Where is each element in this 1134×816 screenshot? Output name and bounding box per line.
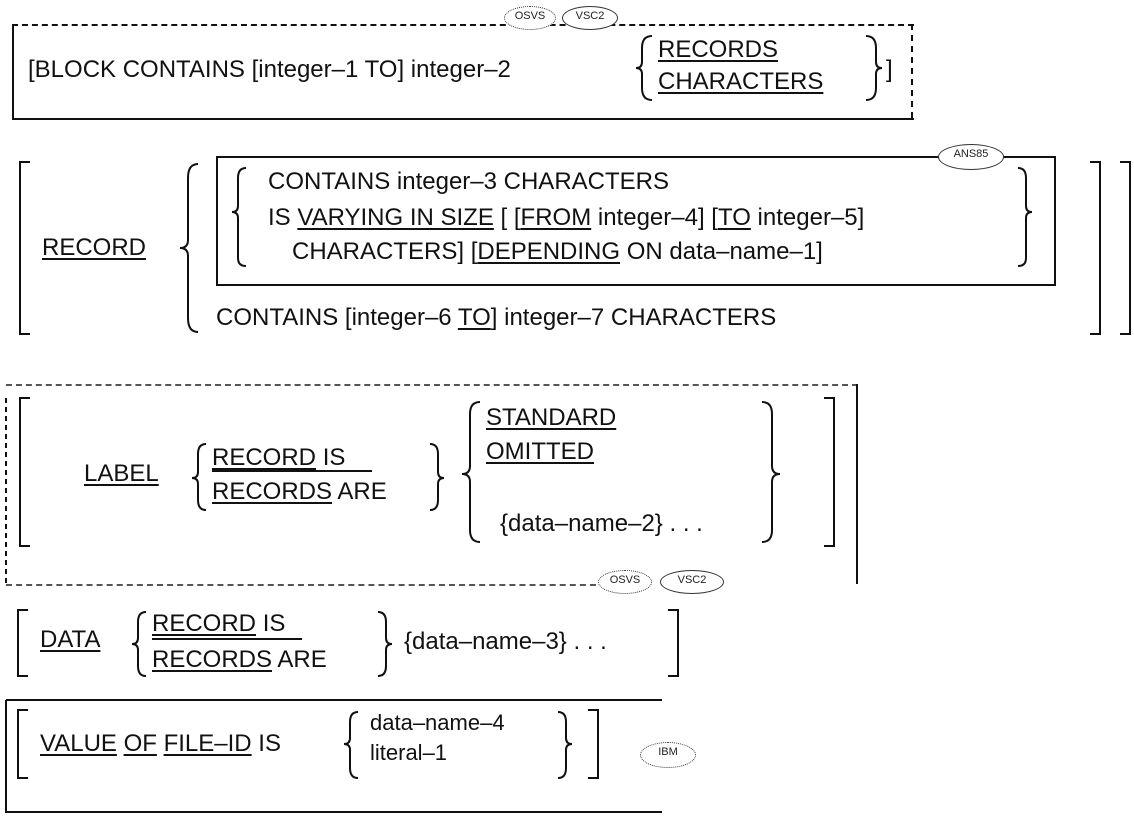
data-record-divider <box>152 638 302 640</box>
label-data-name-2: {data–name–2} . . . <box>500 510 703 537</box>
value-word: VALUE <box>40 730 117 757</box>
record-outer-bracket-left <box>19 161 30 335</box>
label-bracket-right <box>824 397 835 547</box>
badge-ibm: IBM <box>640 742 696 768</box>
record-alt2-to-word: TO <box>457 304 491 331</box>
label-brace-left <box>191 443 207 511</box>
label-standard-option: STANDARD <box>486 404 617 431</box>
record-keyword: RECORD <box>42 234 147 261</box>
data-brace-left <box>131 611 147 677</box>
label-is-word: IS <box>322 444 346 471</box>
record-outer-bracket-right <box>1120 161 1131 335</box>
record-alt1-line3: CHARACTERS] [DEPENDING ON data–name–1] <box>292 238 823 266</box>
label-box-bottom <box>6 584 606 586</box>
record-characters-bracket: CHARACTERS] [ <box>292 238 478 265</box>
record-inner-brace-left <box>231 167 247 267</box>
data-records-word: RECORDS <box>152 646 273 673</box>
record-integer-7-characters: ] integer–7 CHARACTERS <box>490 304 777 331</box>
block-contains-box <box>12 24 914 120</box>
value-bracket-right <box>588 709 599 779</box>
data-keyword: DATA <box>40 626 101 653</box>
record-alt1-line2: IS VARYING IN SIZE [ [FROM integer–4] [T… <box>268 204 864 232</box>
label-omitted-option: OMITTED <box>486 438 594 465</box>
label-bracket-left <box>19 397 30 547</box>
record-inner-brace-right <box>1017 167 1033 267</box>
label-brace-right <box>429 443 445 511</box>
record-alt1-line1: CONTAINS integer–3 CHARACTERS <box>268 168 669 195</box>
label-box-top <box>6 384 858 386</box>
block-contains-text: [BLOCK CONTAINS [integer–1 TO] integer–2 <box>28 56 511 83</box>
label-keyword: LABEL <box>84 460 159 487</box>
label-are-word: ARE <box>337 478 387 505</box>
record-varying-word: VARYING IN SIZE <box>297 204 494 231</box>
record-alt2-line: CONTAINS [integer–6 TO] integer–7 CHARAC… <box>216 304 776 332</box>
block-close-bracket: ] <box>886 56 893 83</box>
value-bracket-left <box>17 709 28 779</box>
data-records-are: RECORDS ARE <box>152 646 327 674</box>
label-records-word: RECORDS <box>212 478 333 505</box>
badge-vsc2-label: VSC2 <box>660 570 724 594</box>
label-standard-brace-right <box>761 401 781 543</box>
record-is-word: IS <box>268 204 291 231</box>
badge-osvs-label: OSVS <box>598 570 652 594</box>
label-box-right-edge <box>856 384 858 584</box>
of-word: OF <box>123 730 157 757</box>
badge-vsc2-block: VSC2 <box>562 6 618 30</box>
value-brace-left <box>343 711 359 779</box>
record-varying-box <box>216 156 1056 286</box>
badge-ans85: ANS85 <box>938 144 1004 170</box>
label-standard-brace-left <box>461 401 481 543</box>
label-record-is: RECORD IS <box>212 444 345 472</box>
data-bracket-left <box>17 609 28 677</box>
record-brace-left <box>179 163 199 333</box>
value-brace-right <box>557 711 573 779</box>
label-records-are: RECORDS ARE <box>212 478 387 506</box>
record-on-data-name-1: ON data–name–1] <box>626 238 823 265</box>
data-record-is: RECORD IS <box>152 610 285 638</box>
record-from-word: FROM <box>520 204 592 231</box>
record-depending-word: DEPENDING <box>477 238 621 265</box>
file-id-word: FILE–ID <box>163 730 252 757</box>
record-integer-5: integer–5] <box>757 204 865 231</box>
data-is-word: IS <box>262 610 286 637</box>
label-record-word: RECORD <box>212 444 317 471</box>
block-records-option: RECORDS <box>658 36 779 63</box>
data-brace-right <box>377 611 393 677</box>
data-record-word: RECORD <box>152 610 257 637</box>
block-brace-left <box>635 35 653 101</box>
record-bracket-a: [ [ <box>500 204 521 231</box>
value-of-file-id: VALUE OF FILE–ID IS <box>40 730 281 758</box>
value-is-word: IS <box>258 730 281 757</box>
block-characters-option: CHARACTERS <box>658 68 824 95</box>
data-are-word: ARE <box>277 646 327 673</box>
record-contains-integer-6: CONTAINS [integer–6 <box>216 304 452 331</box>
block-brace-right <box>865 35 883 101</box>
badge-osvs-block: OSVS <box>504 6 556 30</box>
value-box-edge <box>5 700 662 813</box>
record-integer-4: integer–4] [ <box>597 204 718 231</box>
value-literal-1: literal–1 <box>370 740 448 765</box>
value-data-name-4: data–name–4 <box>370 710 505 735</box>
data-data-name-3: {data–name–3} . . . <box>404 628 607 655</box>
record-outer-bracket-right-inner <box>1090 161 1101 335</box>
record-to-word: TO <box>717 204 751 231</box>
label-record-divider <box>212 470 372 472</box>
data-bracket-right <box>668 609 679 677</box>
